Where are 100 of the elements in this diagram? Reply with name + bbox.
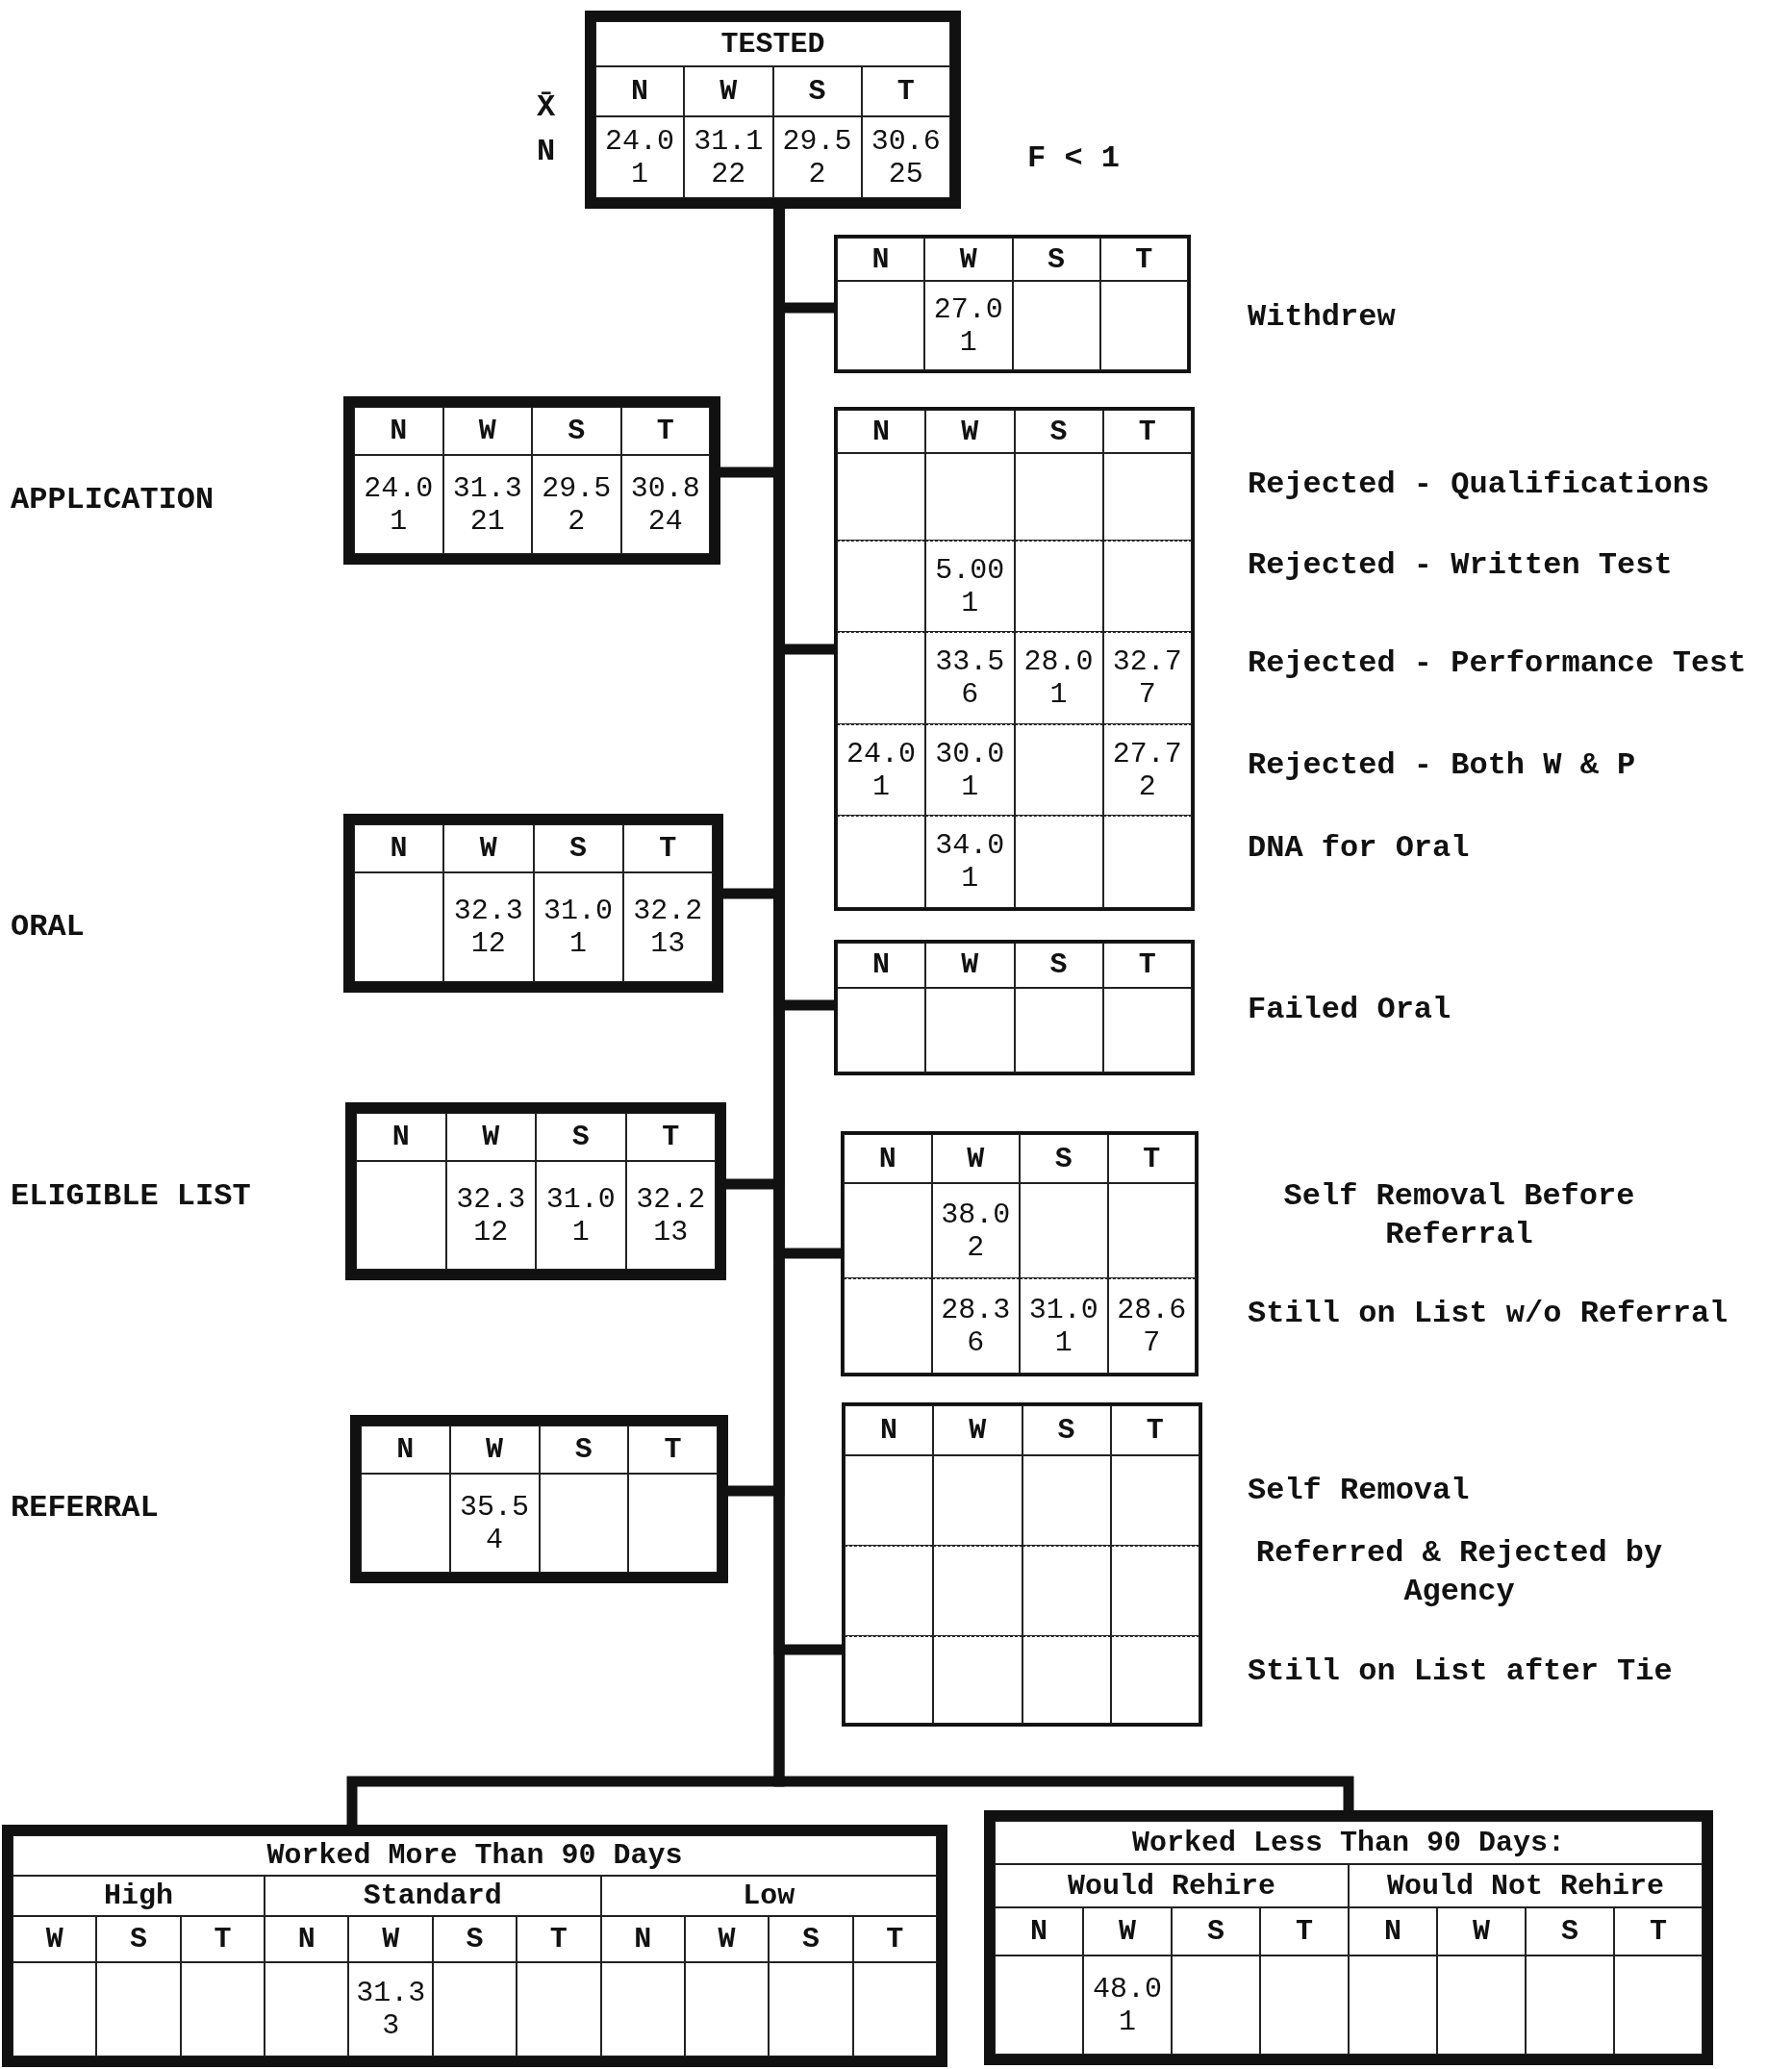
cell-value: 29.5 2: [772, 116, 862, 198]
column-header: T: [517, 1916, 601, 1962]
column-header: S: [96, 1916, 181, 1962]
column-header: Standard: [265, 1876, 601, 1916]
column-header: T: [1099, 238, 1188, 281]
statistic-note: REFERRAL: [11, 1489, 159, 1527]
column-header: N: [600, 1916, 685, 1962]
cell-value: 33.5 6: [925, 632, 1015, 724]
column-header: N: [844, 1134, 932, 1184]
column-header: S: [772, 66, 862, 117]
statistic-note: APPLICATION: [11, 481, 215, 519]
column-header: S: [432, 1916, 517, 1962]
cell-value: 35.5 4: [449, 1474, 540, 1573]
column-header: T: [628, 1426, 718, 1474]
cell-value: 32.3 12: [443, 872, 534, 982]
statistic-note: ELIGIBLE LIST: [11, 1177, 251, 1216]
cell-value: 32.7 7: [1102, 632, 1192, 724]
column-header: High: [13, 1876, 265, 1916]
column-header: T: [625, 1113, 716, 1161]
cell-value: 30.8 24: [620, 455, 710, 554]
column-header: W: [442, 407, 532, 455]
column-header: T: [180, 1916, 265, 1962]
stage-label: Still on List w/o Referral: [1248, 1295, 1729, 1333]
column-header: W: [933, 1405, 1022, 1455]
stage-label: Failed Oral: [1248, 991, 1452, 1029]
column-header: S: [536, 1113, 626, 1161]
column-header: T: [1110, 1405, 1199, 1455]
data-table: [345, 1102, 726, 1280]
cell-value: 48.0 1: [1083, 1955, 1172, 2055]
column-header: T: [1614, 1907, 1703, 1955]
cell-value: 31.0 1: [1020, 1278, 1108, 1374]
column-header: Would Rehire: [995, 1864, 1349, 1907]
cell-value: 31.3 3: [348, 1962, 433, 2056]
column-header: S: [1012, 238, 1100, 281]
column-header: N: [1349, 1907, 1437, 1955]
column-header: T: [861, 66, 950, 117]
stage-label: Self Removal Before Referral: [1282, 1177, 1636, 1254]
data-table: [2, 1825, 947, 2067]
column-header: W: [348, 1916, 433, 1962]
column-header: W: [445, 1113, 536, 1161]
data-table: [350, 1415, 728, 1583]
cell-value: 38.0 2: [931, 1183, 1020, 1279]
column-header: W: [443, 824, 534, 872]
column-header: W: [925, 943, 1015, 988]
column-header: N: [356, 1113, 446, 1161]
stage-label: Rejected - Performance Test: [1248, 644, 1748, 683]
cell-value: 30.6 25: [861, 116, 950, 198]
stage-label: DNA for Oral: [1248, 829, 1471, 868]
cell-value: 31.0 1: [533, 872, 623, 982]
column-header: W: [684, 1916, 770, 1962]
data-table: [984, 1810, 1713, 2065]
cell-value: 32.2 13: [625, 1161, 716, 1270]
column-header: S: [533, 824, 623, 872]
column-header: TESTED: [595, 21, 950, 67]
column-header: N: [354, 824, 444, 872]
column-header: W: [449, 1426, 540, 1474]
column-header: T: [620, 407, 710, 455]
stage-label: Still on List after Tie: [1248, 1653, 1674, 1691]
stage-label: Withdrew: [1248, 298, 1397, 337]
row-label: X̄: [537, 88, 557, 127]
column-header: W: [13, 1916, 97, 1962]
cell-value: 30.0 1: [925, 723, 1015, 817]
cell-value: 5.00 1: [925, 540, 1015, 633]
statistic-note: ORAL: [11, 908, 85, 946]
row-label: N: [537, 133, 557, 171]
cell-value: 31.1 22: [684, 116, 773, 198]
column-header: T: [852, 1916, 937, 1962]
stage-label: Rejected - Qualifications: [1248, 466, 1711, 504]
column-header: Worked Less Than 90 Days:: [995, 1821, 1703, 1864]
column-header: S: [532, 407, 621, 455]
stage-label: Self Removal: [1248, 1472, 1471, 1510]
cell-value: 27.0 1: [924, 281, 1013, 370]
cell-value: 28.3 6: [931, 1278, 1020, 1374]
column-header: Low: [600, 1876, 937, 1916]
column-header: S: [1526, 1907, 1614, 1955]
cell-value: 32.3 12: [445, 1161, 536, 1270]
column-header: N: [995, 1907, 1083, 1955]
data-table: [343, 396, 720, 565]
column-header: S: [1020, 1134, 1108, 1184]
column-header: N: [265, 1916, 349, 1962]
stage-label: Referred & Rejected by Agency: [1254, 1534, 1664, 1611]
cell-value: 34.0 1: [925, 816, 1015, 908]
column-header: T: [622, 824, 713, 872]
column-header: N: [361, 1426, 450, 1474]
column-header: S: [1022, 1405, 1111, 1455]
column-header: W: [925, 410, 1015, 454]
cell-value: 29.5 2: [532, 455, 621, 554]
data-table: [343, 814, 723, 993]
column-header: T: [1102, 943, 1192, 988]
cell-value: 31.0 1: [536, 1161, 626, 1270]
column-header: T: [1107, 1134, 1196, 1184]
column-header: W: [1083, 1907, 1172, 1955]
column-header: T: [1102, 410, 1192, 454]
stage-label: Rejected - Both W & P: [1248, 746, 1637, 785]
column-header: W: [1437, 1907, 1526, 1955]
cell-value: 28.6 7: [1107, 1278, 1196, 1374]
column-header: N: [837, 943, 926, 988]
column-header: N: [837, 238, 925, 281]
stage-label: Rejected - Written Test: [1248, 546, 1674, 585]
column-header: N: [595, 66, 685, 117]
